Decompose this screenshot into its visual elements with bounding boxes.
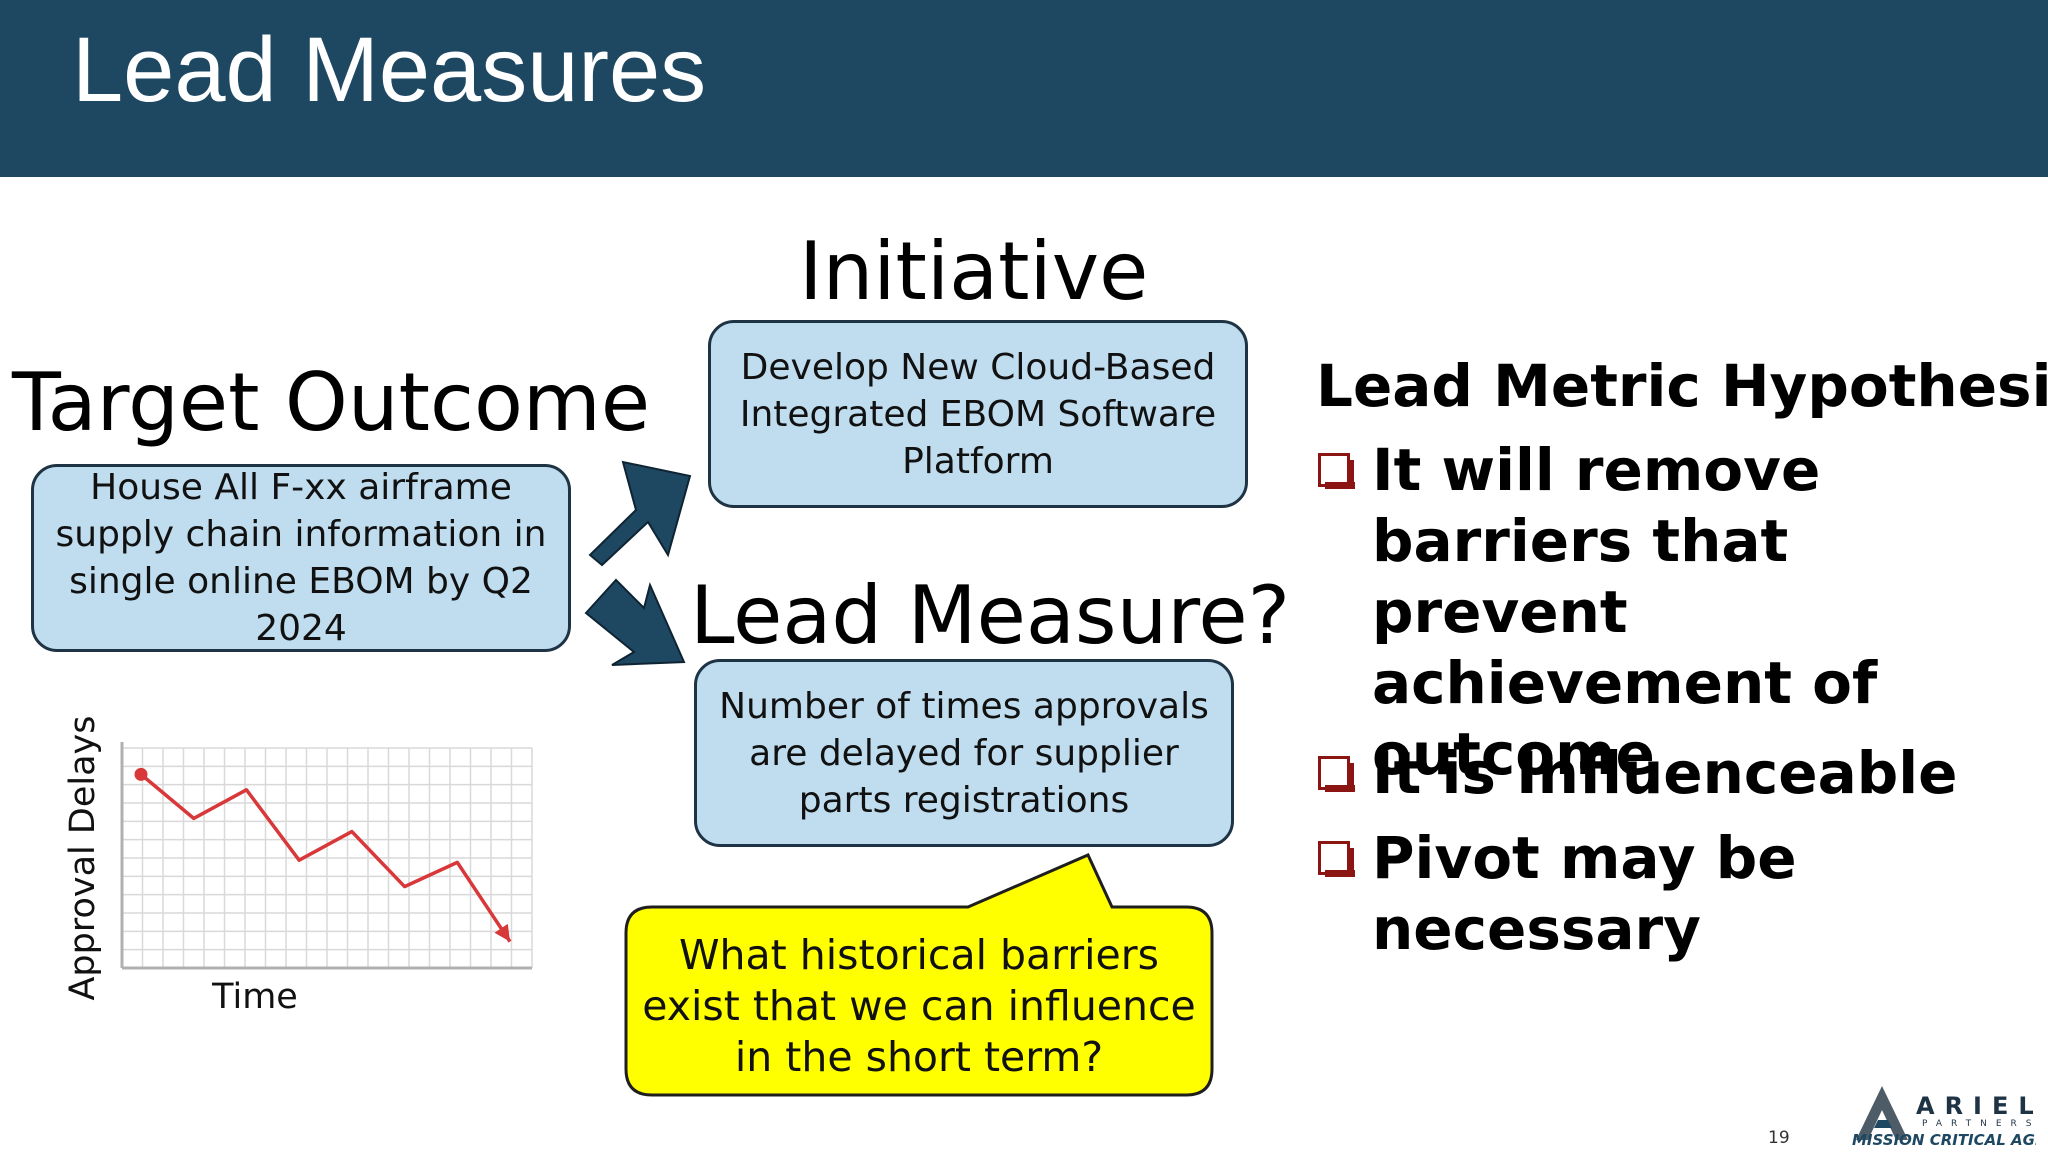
hypothesis-bullet-text: It is Influenceable xyxy=(1372,739,1958,807)
series-start-point xyxy=(134,767,148,781)
initiative-box: Develop New Cloud-Based Integrated EBOM … xyxy=(708,320,1248,508)
arrow-to-lead-measure-icon xyxy=(584,578,686,666)
target-outcome-box-text: House All F-xx airframe supply chain inf… xyxy=(55,467,547,649)
chart-series xyxy=(134,767,512,943)
lead-measure-heading: Lead Measure? xyxy=(690,569,1291,662)
initiative-box-text: Develop New Cloud-Based Integrated EBOM … xyxy=(739,346,1217,482)
ariel-partners-logo: ARIEL PARTNERS MISSION CRITICAL AGILE xyxy=(1852,1086,2036,1148)
checkbox-icon xyxy=(1318,756,1355,792)
slide-title: Lead Measures xyxy=(72,19,707,121)
hypothesis-bullet-text: Pivot may be necessary xyxy=(1372,824,1797,963)
initiative-heading: Initiative xyxy=(799,225,1149,318)
lead-measure-box-text: Number of times approvals are delayed fo… xyxy=(719,685,1209,821)
chart-grid xyxy=(121,747,533,969)
hypothesis-bullet-text: It will remove barriers that prevent ach… xyxy=(1372,436,1878,788)
target-outcome-heading: Target Outcome xyxy=(12,356,651,449)
arrow-to-initiative-icon xyxy=(588,460,692,567)
hypothesis-title: Lead Metric Hypothesis: xyxy=(1316,352,2048,420)
approval-delays-chart: Approval Delays Time xyxy=(63,715,533,1017)
series-end-arrow xyxy=(494,923,510,942)
chart-axes xyxy=(120,742,532,970)
series-line xyxy=(139,773,512,943)
callout-text: What historical barriers exist that we c… xyxy=(642,930,1196,1081)
checkbox-icon xyxy=(1318,841,1355,877)
chart-xlabel: Time xyxy=(211,977,298,1017)
chart-ylabel: Approval Delays xyxy=(63,715,103,1000)
title-bar: Lead Measures xyxy=(0,0,2048,177)
page-number: 19 xyxy=(1768,1128,1790,1148)
svg-text:PARTNERS: PARTNERS xyxy=(1922,1119,2036,1129)
target-outcome-box: House All F-xx airframe supply chain inf… xyxy=(31,464,571,652)
checkbox-icon xyxy=(1318,453,1355,489)
svg-text:ARIEL: ARIEL xyxy=(1916,1092,2036,1120)
lead-measure-box: Number of times approvals are delayed fo… xyxy=(694,659,1234,847)
callout-bubble xyxy=(624,853,1214,1097)
svg-text:MISSION CRITICAL AGILE: MISSION CRITICAL AGILE xyxy=(1852,1131,2036,1148)
